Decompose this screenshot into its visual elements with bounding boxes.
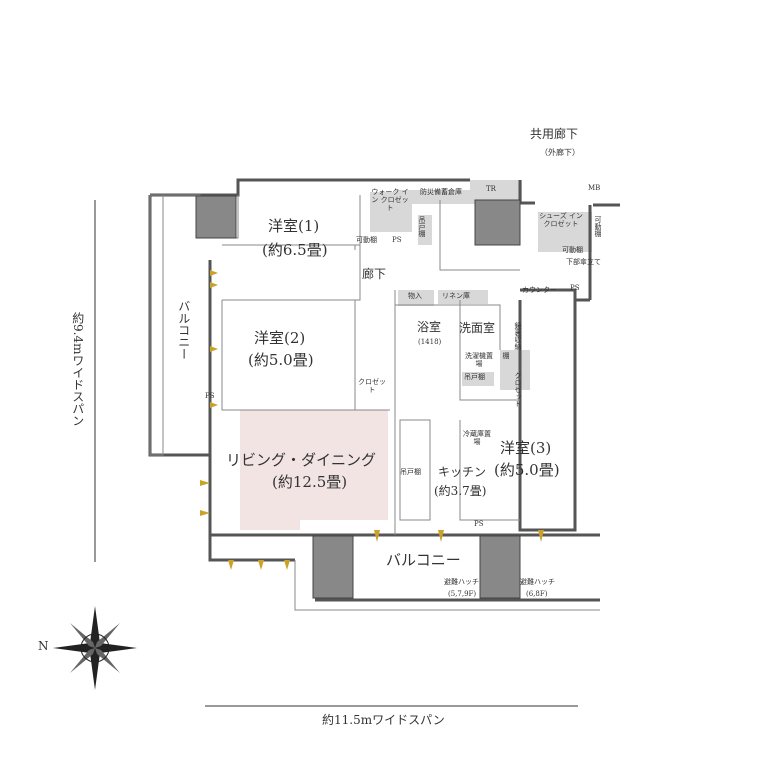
ps-label-4: PS bbox=[474, 520, 484, 528]
movable-shelf-3: 可動棚 bbox=[562, 246, 583, 254]
shelf-label: 棚 bbox=[502, 352, 511, 359]
kitchen-shelf-label: 吊戸棚 bbox=[400, 468, 421, 476]
hatch1-label: 避難ハッチ bbox=[444, 578, 479, 586]
storage-label: 防災備蓄倉庫 bbox=[420, 188, 462, 196]
western3-name: 洋室(3) bbox=[500, 439, 552, 457]
living-highlight bbox=[240, 410, 388, 530]
washer-label: 洗濯機置場 bbox=[465, 352, 493, 369]
hanging-shelf-label: 吊戸棚 bbox=[418, 216, 427, 237]
compass-north-label: N bbox=[38, 639, 49, 653]
washroom-label: 洗面室 bbox=[459, 321, 496, 335]
bath-name: 浴室 bbox=[417, 320, 442, 334]
hatch2-floors: (6,8F) bbox=[526, 590, 548, 598]
living-name: リビング・ダイニング bbox=[226, 451, 377, 469]
ps-label-2: PS bbox=[570, 284, 580, 292]
movable-shelf-label: 可動棚 bbox=[356, 236, 377, 244]
closet2-label: クロゼット bbox=[358, 378, 386, 395]
tr-label: TR bbox=[486, 185, 496, 193]
corridor-subtitle: （外廊下） bbox=[540, 148, 580, 157]
closet-fills bbox=[370, 180, 592, 390]
kitchen-size: (約3.7畳) bbox=[434, 484, 487, 498]
dimension-lines bbox=[94, 200, 578, 707]
bath-size: (1418) bbox=[418, 338, 442, 346]
ps-label-1: PS bbox=[392, 236, 402, 244]
western2-name: 洋室(2) bbox=[254, 329, 306, 347]
sic-label: シューズ イン クロゼット bbox=[539, 212, 583, 229]
umbrella-label: 下部傘立て bbox=[566, 258, 601, 266]
closet3-label: クロゼット bbox=[514, 372, 523, 407]
kitchen-name: キッチン bbox=[438, 465, 487, 479]
window-markers bbox=[200, 270, 544, 570]
corridor-title: 共用廊下 bbox=[530, 127, 579, 141]
balcony-rails bbox=[149, 195, 600, 611]
movable-shelf-2: 可動棚 bbox=[594, 216, 603, 237]
linen-label: リネン庫 bbox=[442, 292, 470, 300]
mb-label: MB bbox=[588, 184, 601, 192]
hatch1-floors: (5,7,9F) bbox=[448, 590, 477, 598]
western3-size: (約5.0畳) bbox=[494, 461, 560, 479]
interior-walls bbox=[150, 194, 520, 535]
storage-closet-label: 物入 bbox=[408, 292, 422, 300]
mirror-storage-label: 鏡裏収納 bbox=[514, 322, 523, 350]
walls bbox=[148, 178, 620, 602]
wic-label: ウォーク イン クロゼット bbox=[371, 188, 409, 213]
hallway-label: 廊下 bbox=[362, 267, 387, 281]
compass-rose-icon bbox=[53, 606, 137, 690]
horizontal-span-label: 約11.5mワイドスパン bbox=[322, 713, 445, 727]
balcony-left-label: バルコニー bbox=[176, 300, 191, 360]
pillars bbox=[195, 195, 521, 599]
fridge-label: 冷蔵庫置場 bbox=[463, 430, 491, 447]
living-size: (約12.5畳) bbox=[272, 473, 348, 491]
western2-size: (約5.0畳) bbox=[248, 351, 314, 369]
balcony-bottom-label: バルコニー bbox=[386, 551, 461, 569]
washer-shelf-label: 吊戸棚 bbox=[464, 373, 485, 381]
ps-label-3: PS bbox=[205, 392, 215, 400]
vertical-span-label: 約9.4mワイドスパン bbox=[70, 312, 85, 427]
counter-label: カウンター bbox=[522, 286, 557, 294]
western1-size: (約6.5畳) bbox=[262, 241, 328, 259]
hatch2-label: 避難ハッチ bbox=[520, 578, 555, 586]
western1-name: 洋室(1) bbox=[268, 217, 320, 235]
